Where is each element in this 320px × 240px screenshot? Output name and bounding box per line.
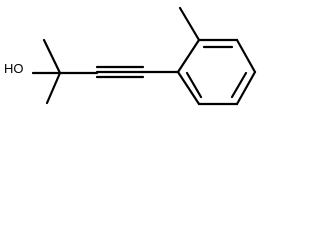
bond-ring-to-methyl (178, 6, 201, 42)
bond-c-to-methyl-down (45, 71, 62, 105)
ring-bond-1 (176, 38, 201, 74)
ring-bond-3 (235, 38, 257, 74)
bond-c-to-methyl-up (42, 38, 62, 75)
ring-double-bond-inner-2 (230, 71, 248, 99)
skeletal-structure-drawing (31, 6, 257, 106)
ring-bond-6 (176, 70, 201, 106)
hydroxyl-label: HO (4, 61, 24, 76)
ring-bond-4 (235, 70, 257, 106)
ring-double-bond-inner-3 (185, 71, 203, 99)
